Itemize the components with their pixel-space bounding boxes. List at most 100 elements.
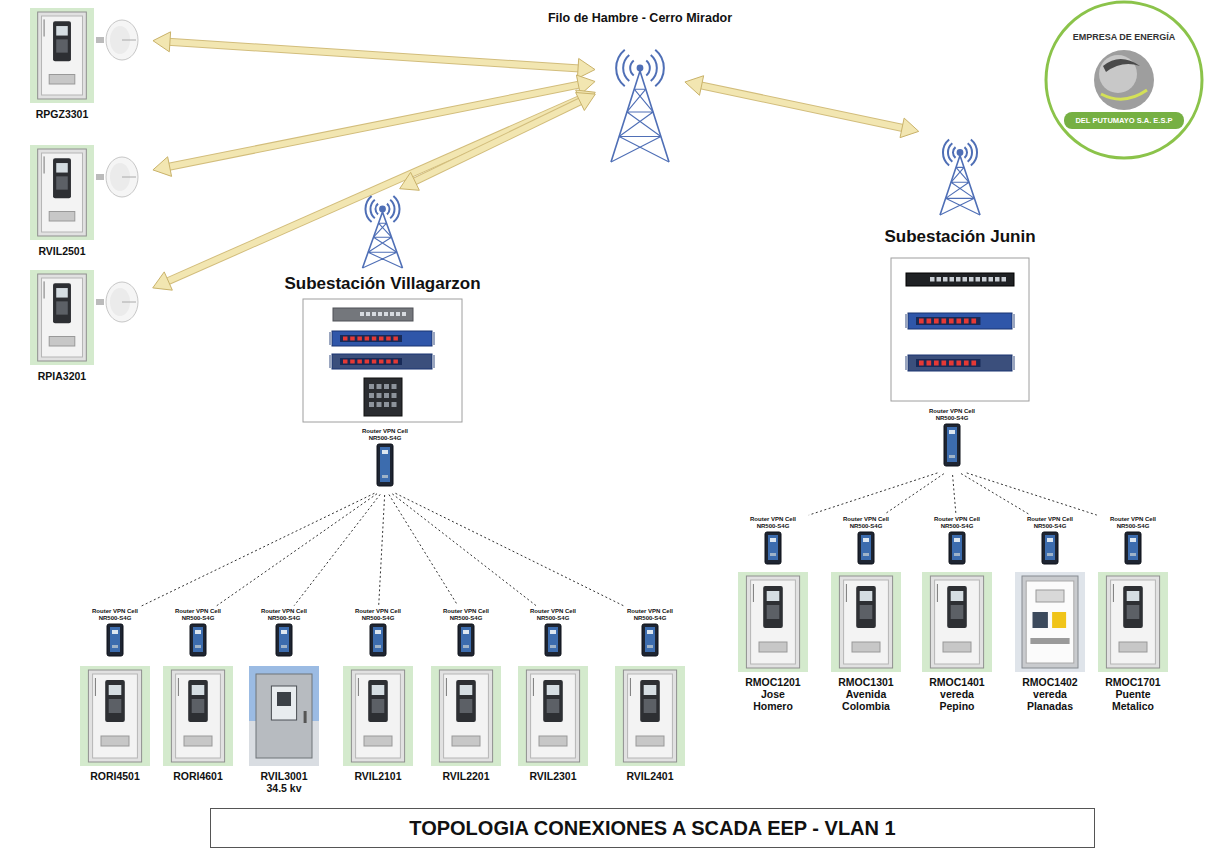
recloser-illustration bbox=[831, 572, 901, 672]
terminal-block bbox=[852, 642, 880, 652]
cabinet-door bbox=[42, 153, 83, 232]
recloser-node: RMOC1301 Avenida Colombia bbox=[828, 572, 904, 722]
terminal-block bbox=[636, 736, 664, 746]
node-label: RVIL2401 bbox=[618, 770, 682, 782]
hinge bbox=[937, 584, 938, 602]
port bbox=[969, 277, 974, 282]
recloser-node: RMOC1701 Puente Metalico bbox=[1095, 572, 1171, 722]
controller bbox=[640, 680, 660, 722]
logo-accent bbox=[1101, 90, 1147, 99]
cabinet-body bbox=[623, 670, 676, 762]
node-label: RVIL2301 bbox=[521, 770, 585, 782]
status-led bbox=[941, 319, 946, 324]
link-line bbox=[953, 475, 956, 513]
node-label: RMOC1402 vereda Planadas bbox=[1018, 676, 1082, 712]
router-node: Router VPN Cell NR500-S4G bbox=[345, 428, 425, 492]
router-body bbox=[107, 624, 123, 656]
router-display bbox=[112, 630, 118, 634]
controller-screen bbox=[192, 685, 205, 695]
rack-display bbox=[916, 359, 980, 367]
dish-mount bbox=[96, 37, 104, 43]
recloser-illustration bbox=[738, 572, 808, 672]
router-port bbox=[949, 455, 955, 458]
cabinet-body bbox=[38, 149, 87, 236]
status-led bbox=[343, 337, 348, 341]
hinge bbox=[44, 156, 45, 173]
arrow-head bbox=[153, 32, 171, 52]
port bbox=[392, 384, 397, 389]
tower-icon bbox=[855, 132, 1065, 217]
link-casing bbox=[168, 42, 580, 69]
controller bbox=[105, 680, 125, 722]
logo-text: DEL PUTUMAYO S.A. E.S.P bbox=[1064, 113, 1184, 128]
status-led bbox=[357, 360, 362, 364]
controller-keys bbox=[109, 699, 122, 713]
equipment-rack bbox=[890, 257, 1030, 402]
cellular-link bbox=[294, 494, 380, 605]
cellular-link bbox=[967, 473, 1097, 515]
arrow-head bbox=[153, 157, 172, 177]
hinge bbox=[753, 584, 754, 602]
router-front bbox=[279, 627, 289, 652]
hinge bbox=[95, 678, 96, 696]
port bbox=[360, 312, 364, 316]
cabinet-body bbox=[526, 670, 579, 762]
router-display bbox=[281, 630, 287, 634]
port bbox=[995, 277, 1000, 282]
router-display bbox=[463, 630, 469, 634]
dish-feed bbox=[122, 40, 136, 41]
dish-antenna bbox=[106, 282, 138, 322]
port bbox=[384, 384, 389, 389]
router-node: Router VPN Cell NR500-S4G bbox=[733, 516, 813, 570]
controller bbox=[456, 680, 476, 722]
controller-screen bbox=[56, 26, 68, 36]
arrow-head bbox=[900, 118, 919, 138]
recloser-illustration bbox=[249, 666, 319, 766]
controller bbox=[53, 21, 71, 61]
status-led bbox=[919, 319, 924, 324]
controller-screen bbox=[109, 685, 122, 695]
cabinet-body bbox=[930, 576, 983, 668]
status-led bbox=[971, 319, 976, 324]
link-line bbox=[294, 494, 380, 605]
rack-ear bbox=[329, 332, 332, 345]
node-label: Router VPN Cell NR500-S4G bbox=[257, 608, 311, 622]
link-line bbox=[216, 494, 377, 607]
node-label: Router VPN Cell NR500-S4G bbox=[746, 516, 800, 530]
router-node: Router VPN Cell NR500-S4G bbox=[244, 608, 324, 662]
router-display bbox=[1047, 538, 1053, 542]
arrow-head bbox=[685, 76, 704, 96]
terminal-block bbox=[49, 212, 75, 222]
recloser-node: RVIL2201 bbox=[428, 666, 504, 804]
port bbox=[402, 312, 406, 316]
recloser-illustration bbox=[80, 666, 150, 766]
terminal-block bbox=[759, 642, 787, 652]
hinge bbox=[178, 678, 179, 696]
hinge bbox=[44, 19, 45, 36]
router-icon bbox=[1038, 531, 1062, 565]
port bbox=[390, 312, 394, 316]
cabinet-body bbox=[1106, 576, 1159, 668]
router-icon bbox=[366, 623, 390, 657]
terminal-block bbox=[49, 337, 75, 347]
radio-waves bbox=[616, 50, 664, 87]
controller-keys bbox=[56, 176, 68, 189]
link-line bbox=[395, 493, 625, 606]
status-led bbox=[365, 360, 370, 364]
status-led bbox=[971, 361, 976, 366]
logo-band bbox=[1064, 112, 1184, 129]
status-led bbox=[393, 360, 398, 364]
controller bbox=[53, 283, 71, 323]
recloser-node: RMOC1401 vereda Pepino bbox=[919, 572, 995, 722]
router-front bbox=[952, 535, 962, 560]
controller-keys bbox=[644, 699, 657, 713]
router-body bbox=[642, 624, 658, 656]
node-label: Router VPN Cell NR500-S4G bbox=[839, 516, 893, 530]
controller-keys bbox=[192, 699, 205, 713]
status-led bbox=[365, 337, 370, 341]
status-led bbox=[393, 337, 398, 341]
tower-legs bbox=[940, 156, 980, 216]
cabinet-door bbox=[444, 674, 489, 758]
meter bbox=[277, 692, 291, 706]
